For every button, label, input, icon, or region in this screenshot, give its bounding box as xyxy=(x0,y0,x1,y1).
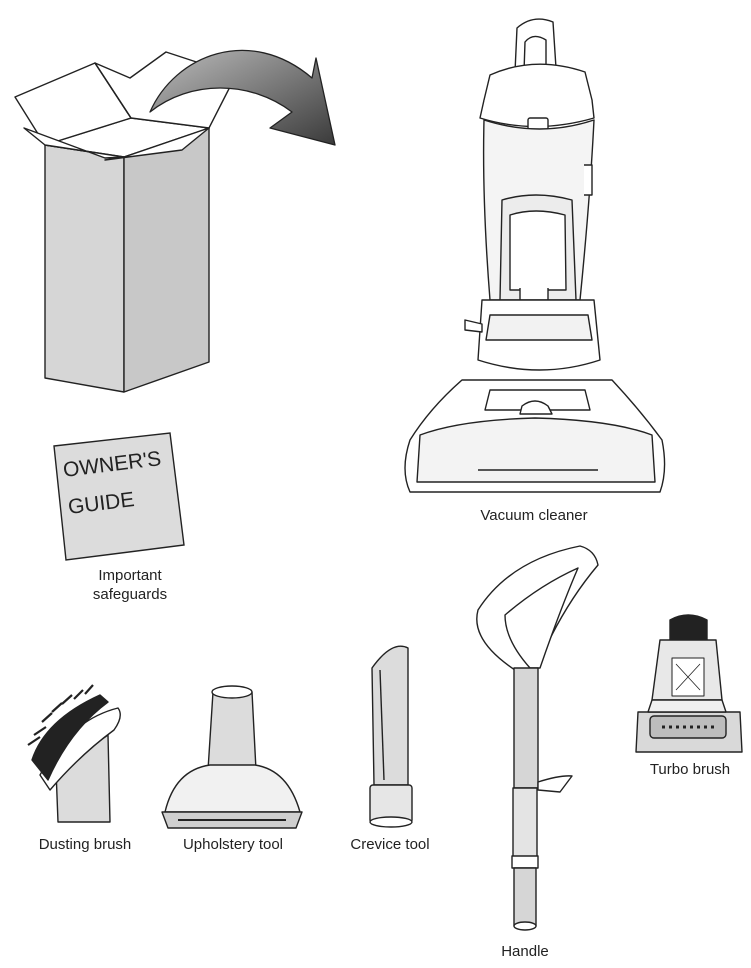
shipping-box xyxy=(14,51,237,393)
safeguards-label: Important safeguards xyxy=(70,566,190,604)
handle xyxy=(476,545,599,931)
owners-guide-booklet: OWNER'S GUIDE xyxy=(53,432,185,561)
dusting-brush-label: Dusting brush xyxy=(38,836,132,853)
turbo-brush xyxy=(635,614,743,753)
upholstery-tool-label: Upholstery tool xyxy=(182,836,284,853)
crevice-tool-label: Crevice tool xyxy=(350,836,430,853)
turbo-brush-label: Turbo brush xyxy=(649,761,731,778)
vacuum-cleaner xyxy=(404,18,666,493)
safeguards-label-line2: safeguards xyxy=(92,586,168,603)
safeguards-label-line1: Important xyxy=(98,567,162,584)
upholstery-tool xyxy=(161,685,303,829)
handle-label: Handle xyxy=(501,943,549,960)
unpack-arrow xyxy=(149,49,336,146)
crevice-tool xyxy=(369,645,413,828)
vacuum-cleaner-label: Vacuum cleaner xyxy=(480,507,588,524)
dusting-brush xyxy=(27,684,121,823)
